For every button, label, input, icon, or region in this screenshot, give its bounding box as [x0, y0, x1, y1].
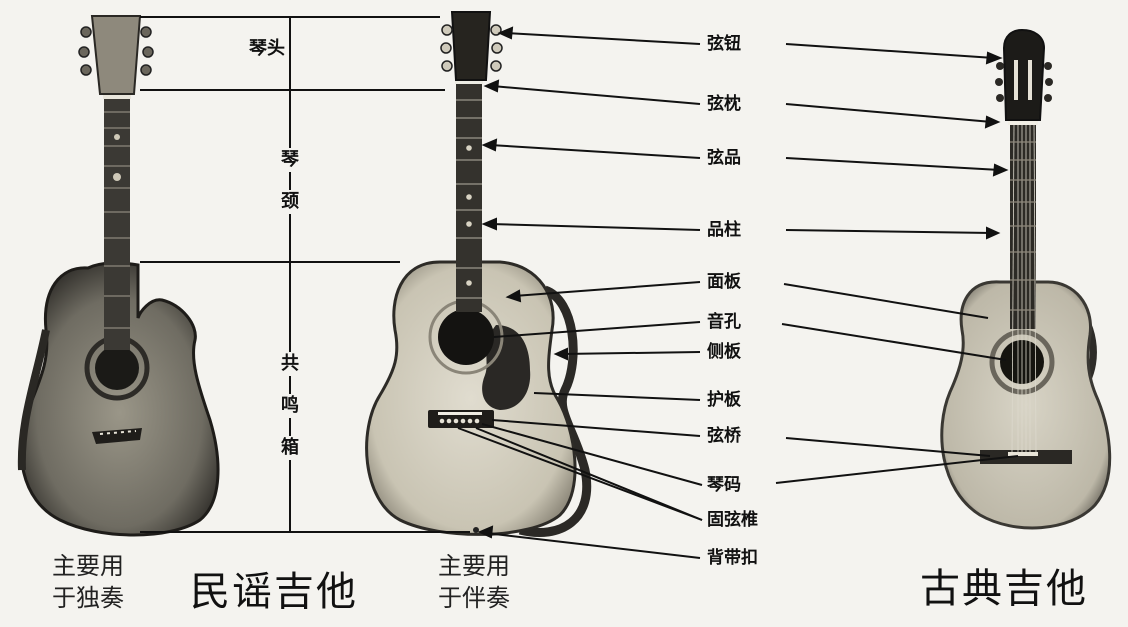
- part-label-bridge-pins: 固弦椎: [704, 509, 761, 531]
- left-guitar-usage: 主要用 于独奏: [52, 550, 124, 614]
- right-guitar-frets: [1010, 141, 1036, 311]
- left-guitar: [17, 15, 220, 537]
- right-guitar-bridge: [980, 450, 1072, 464]
- folk-guitar-title: 民谣吉他: [190, 569, 358, 615]
- section-label-neck-1: 琴: [277, 148, 303, 172]
- part-label-soundhole: 音孔: [704, 311, 744, 333]
- middle-usage-line-2: 于伴奏: [438, 584, 510, 612]
- left-guitar-headstock: [90, 15, 142, 95]
- middle-guitar-soundhole: [438, 309, 494, 365]
- part-label-saddle: 琴码: [704, 474, 744, 496]
- middle-guitar-bridge-pins: [439, 418, 480, 424]
- right-guitar: [940, 28, 1112, 530]
- part-label-bridge: 弦桥: [704, 425, 744, 447]
- section-label-body-3: 箱: [277, 436, 303, 460]
- part-label-nut: 弦枕: [704, 93, 744, 115]
- right-guitar-strings: [1011, 123, 1037, 453]
- left-guitar-soundhole: [95, 346, 139, 390]
- section-label-body-2: 鸣: [277, 394, 303, 418]
- left-usage-line-2: 于独奏: [52, 584, 124, 612]
- part-label-tuning-pegs: 弦钮: [704, 33, 744, 55]
- middle-guitar-frets: [456, 99, 482, 299]
- middle-guitar-nut: [455, 80, 483, 84]
- middle-guitar-usage: 主要用 于伴奏: [438, 550, 510, 614]
- left-usage-line-1: 主要用: [52, 552, 124, 580]
- part-label-frets: 弦品: [704, 147, 744, 169]
- middle-guitar-pickguard: [482, 325, 531, 410]
- part-label-fret-markers: 品柱: [704, 219, 744, 241]
- middle-guitar-headstock: [450, 11, 492, 81]
- section-label-head: 琴头: [246, 38, 288, 60]
- middle-guitar-tuning-pegs: [440, 24, 503, 72]
- leader-lines: [457, 26, 1019, 559]
- right-guitar-tuning-pegs: [995, 62, 1053, 102]
- part-label-soundboard: 面板: [704, 271, 744, 293]
- left-guitar-nut: [103, 95, 131, 99]
- part-label-side: 侧板: [704, 341, 744, 363]
- left-guitar-side-edge: [17, 329, 50, 471]
- left-guitar-tuning-pegs: [78, 26, 154, 76]
- section-label-body-1: 共: [277, 352, 303, 376]
- middle-guitar-strap-button: [473, 527, 479, 533]
- middle-usage-line-1: 主要用: [438, 552, 510, 580]
- part-label-pickguard: 护板: [704, 389, 744, 411]
- right-guitar-headstock: [1002, 28, 1046, 121]
- left-guitar-frets: [104, 111, 130, 329]
- section-label-neck-2: 颈: [277, 190, 303, 214]
- classical-guitar-title: 古典吉他: [920, 566, 1088, 612]
- middle-guitar: [365, 11, 592, 537]
- right-guitar-nut: [1008, 120, 1038, 125]
- part-label-strap-button: 背带扣: [704, 547, 761, 569]
